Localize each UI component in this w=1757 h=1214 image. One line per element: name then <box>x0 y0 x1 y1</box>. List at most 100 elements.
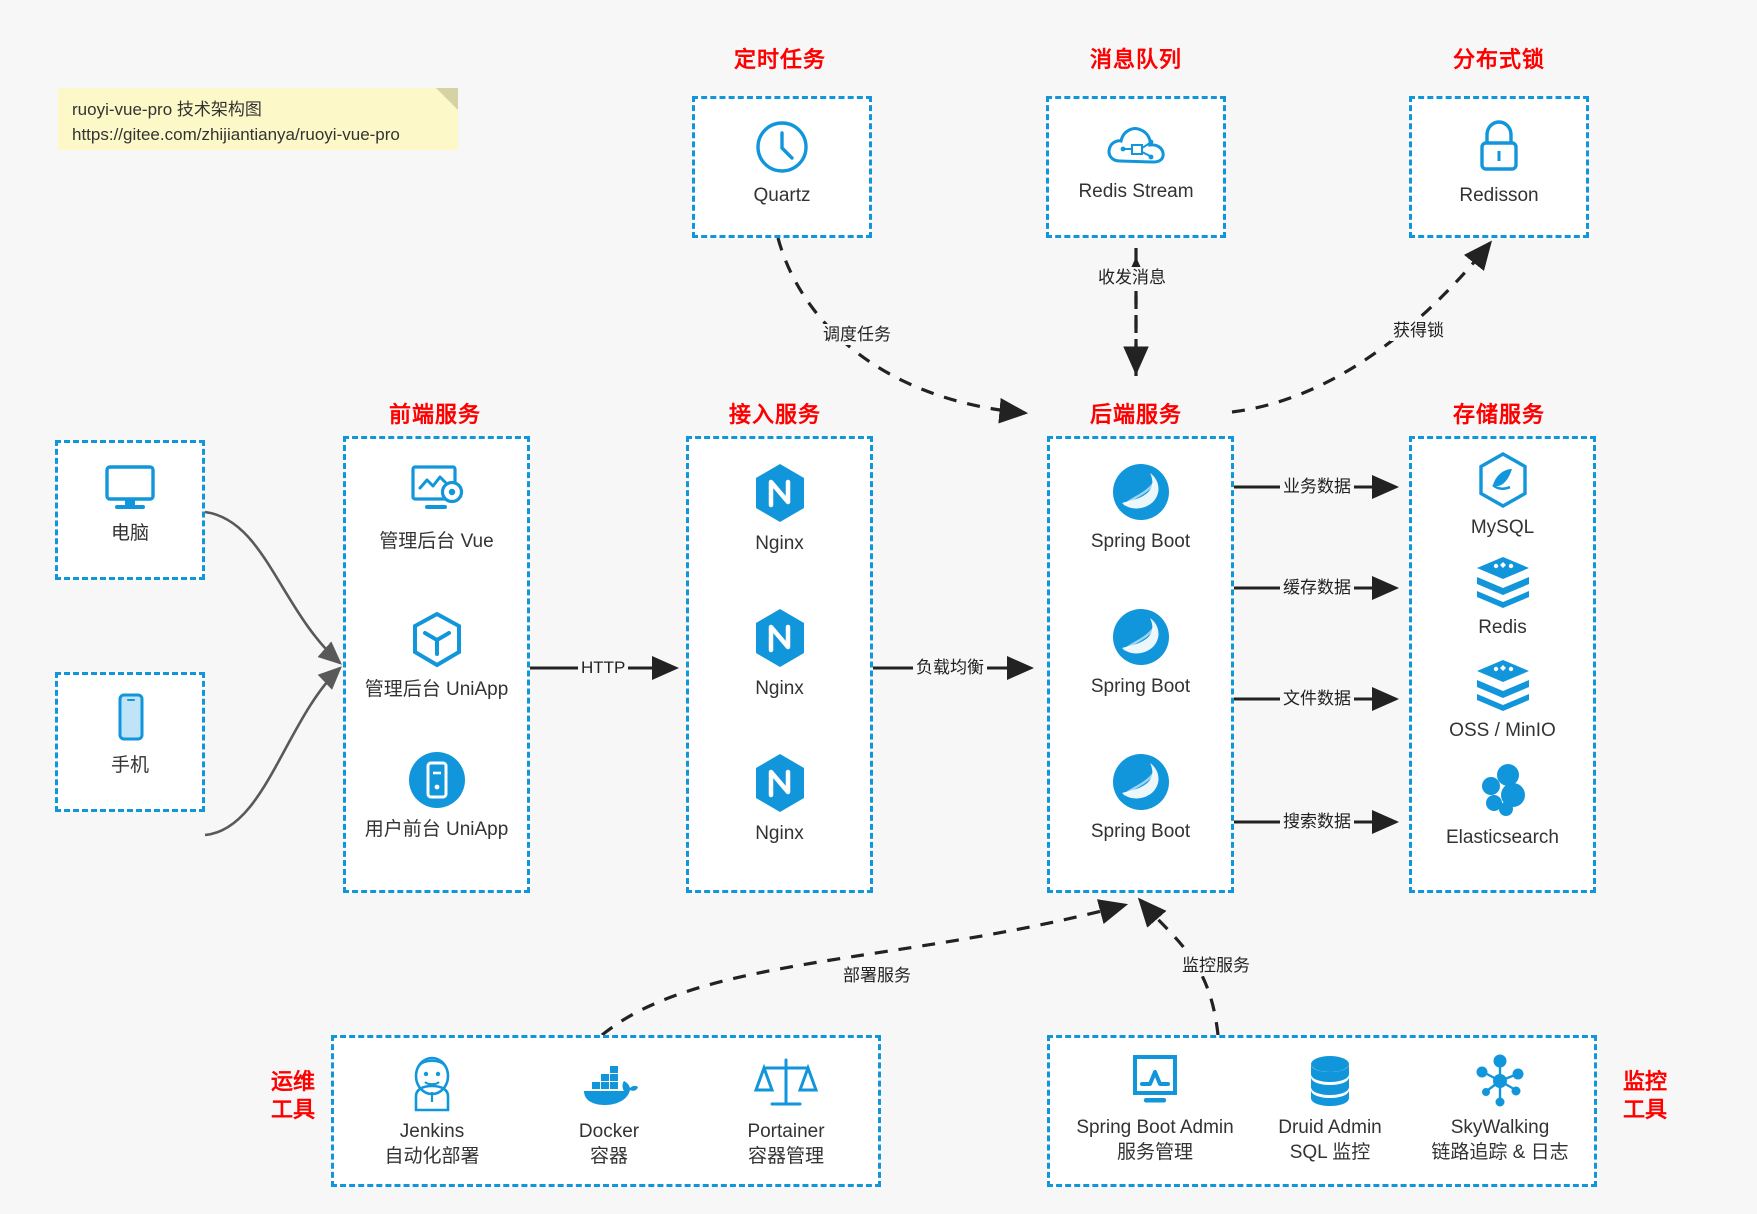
node-spring-boot-2[interactable]: Spring Boot <box>1050 606 1231 699</box>
node-label: 电脑 <box>110 523 149 544</box>
devops-title-line-2: 工具 <box>270 1097 315 1122</box>
node-spring-boot-1[interactable]: Spring Boot <box>1050 461 1231 554</box>
group-title-lock: 分布式锁 <box>1452 47 1545 72</box>
node-label: OSS / MinIO <box>1449 720 1556 741</box>
node-label: SkyWalking <box>1450 1117 1550 1138</box>
group-title-frontend: 前端服务 <box>388 402 481 427</box>
node-label: Nginx <box>755 823 804 844</box>
node-jenkins[interactable]: Jenkins 自动化部署 <box>352 1052 512 1169</box>
group-title-backend: 后端服务 <box>1089 402 1182 427</box>
nginx-icon <box>689 751 870 815</box>
node-label: Portainer <box>747 1121 825 1142</box>
spring-icon <box>1050 461 1231 523</box>
database-icon <box>1301 1056 1359 1114</box>
node-nginx-2[interactable]: Nginx <box>689 606 870 701</box>
node-label: Docker <box>578 1121 640 1142</box>
node-sublabel: 容器 <box>589 1146 628 1167</box>
monitor-title-line-2: 工具 <box>1622 1097 1667 1122</box>
monitor-chart-icon <box>1124 1055 1186 1114</box>
node-label: Spring Boot <box>1090 676 1191 697</box>
group-title-monitor: 监控 工具 <box>1610 1068 1680 1124</box>
scales-icon <box>753 1058 819 1118</box>
node-portainer[interactable]: Portainer 容器管理 <box>706 1052 866 1169</box>
node-nginx-1[interactable]: Nginx <box>689 461 870 556</box>
box-client-phone: 手机 <box>55 672 205 812</box>
node-admin-uniapp[interactable]: 管理后台 UniApp <box>346 609 527 702</box>
node-label: Nginx <box>755 533 804 554</box>
mobile-app-icon <box>346 749 527 811</box>
phone-icon <box>58 691 202 747</box>
nginx-icon <box>689 461 870 525</box>
node-redisson[interactable]: Redisson <box>1412 117 1586 208</box>
node-label: Spring Boot <box>1090 531 1191 552</box>
node-quartz[interactable]: Quartz <box>695 117 869 208</box>
group-title-mq: 消息队列 <box>1089 47 1182 72</box>
skywalking-icon <box>1469 1054 1531 1114</box>
oss-icon <box>1412 656 1593 712</box>
node-nginx-3[interactable]: Nginx <box>689 751 870 846</box>
box-monitor: Spring Boot Admin 服务管理 Druid Admin SQL 监… <box>1047 1035 1597 1187</box>
node-label: 用户前台 UniApp <box>364 819 509 840</box>
edge-label-monitor-service: 监控服务 <box>1179 955 1253 976</box>
node-label: MySQL <box>1470 517 1535 538</box>
devops-title-line-1: 运维 <box>270 1069 315 1094</box>
node-sublabel: SQL 监控 <box>1289 1142 1371 1163</box>
node-docker[interactable]: Docker 容器 <box>529 1052 689 1169</box>
sticky-note: ruoyi-vue-pro 技术架构图 https://gitee.com/zh… <box>58 88 458 150</box>
node-label: 手机 <box>110 755 149 776</box>
node-sublabel: 自动化部署 <box>384 1146 480 1167</box>
note-fold-icon <box>436 88 458 110</box>
desktop-icon <box>58 459 202 515</box>
node-redis-stream[interactable]: Redis Stream <box>1049 117 1223 204</box>
node-label: Redis <box>1478 617 1527 638</box>
node-label: Druid Admin <box>1278 1117 1382 1138</box>
node-label: Nginx <box>755 678 804 699</box>
node-spring-boot-3[interactable]: Spring Boot <box>1050 751 1231 844</box>
node-user-uniapp[interactable]: 用户前台 UniApp <box>346 749 527 842</box>
node-label: Jenkins <box>399 1121 465 1142</box>
node-label: Quartz <box>753 185 811 206</box>
group-title-devops: 运维 工具 <box>258 1068 328 1124</box>
node-label: Redisson <box>1459 185 1539 206</box>
edge-label-deploy-service: 部署服务 <box>840 965 914 986</box>
node-admin-vue[interactable]: 管理后台 Vue <box>346 461 527 554</box>
edge-label-business-data: 业务数据 <box>1280 476 1354 497</box>
lock-icon <box>1412 117 1586 177</box>
node-skywalking[interactable]: SkyWalking 链路追踪 & 日志 <box>1405 1052 1595 1165</box>
node-phone[interactable]: 手机 <box>58 691 202 778</box>
group-title-scheduler: 定时任务 <box>733 47 826 72</box>
node-desktop[interactable]: 电脑 <box>58 459 202 546</box>
node-spring-boot-admin[interactable]: Spring Boot Admin 服务管理 <box>1060 1052 1250 1165</box>
dashboard-gear-icon <box>346 461 527 523</box>
box-client-desktop: 电脑 <box>55 440 205 580</box>
edge-label-load-balance: 负载均衡 <box>913 657 987 678</box>
spring-icon <box>1050 751 1231 813</box>
box-backend: Spring Boot Spring Boot Spring Boot <box>1047 436 1234 893</box>
node-redis[interactable]: Redis <box>1412 553 1593 640</box>
jenkins-icon <box>403 1056 461 1118</box>
clock-icon <box>695 117 869 177</box>
group-title-storage: 存储服务 <box>1452 402 1545 427</box>
node-label: 管理后台 UniApp <box>364 679 509 700</box>
node-mysql[interactable]: MySQL <box>1412 451 1593 540</box>
edge-label-search-data: 搜索数据 <box>1280 811 1354 832</box>
node-sublabel: 链路追踪 & 日志 <box>1431 1142 1569 1163</box>
node-oss-minio[interactable]: OSS / MinIO <box>1412 656 1593 743</box>
node-label: 管理后台 Vue <box>379 531 494 552</box>
edge-label-schedule-task: 调度任务 <box>820 324 894 345</box>
edge-label-acquire-lock: 获得锁 <box>1390 320 1447 341</box>
node-druid-admin[interactable]: Druid Admin SQL 监控 <box>1250 1052 1410 1165</box>
node-label: Spring Boot <box>1090 821 1191 842</box>
box-frontend: 管理后台 Vue 管理后台 UniApp 用户前台 UniApp <box>343 436 530 893</box>
edge-label-file-data: 文件数据 <box>1280 688 1354 709</box>
monitor-title-line-1: 监控 <box>1622 1069 1667 1094</box>
node-sublabel: 服务管理 <box>1116 1142 1193 1163</box>
node-sublabel: 容器管理 <box>747 1146 824 1167</box>
box-gateway: Nginx Nginx Nginx <box>686 436 873 893</box>
node-label: Spring Boot Admin <box>1076 1117 1234 1138</box>
redis-icon <box>1412 553 1593 609</box>
note-line-1: ruoyi-vue-pro 技术架构图 <box>72 100 262 119</box>
edge-label-http: HTTP <box>578 657 629 678</box>
edge-label-cache-data: 缓存数据 <box>1280 577 1354 598</box>
node-elasticsearch[interactable]: Elasticsearch <box>1412 761 1593 850</box>
